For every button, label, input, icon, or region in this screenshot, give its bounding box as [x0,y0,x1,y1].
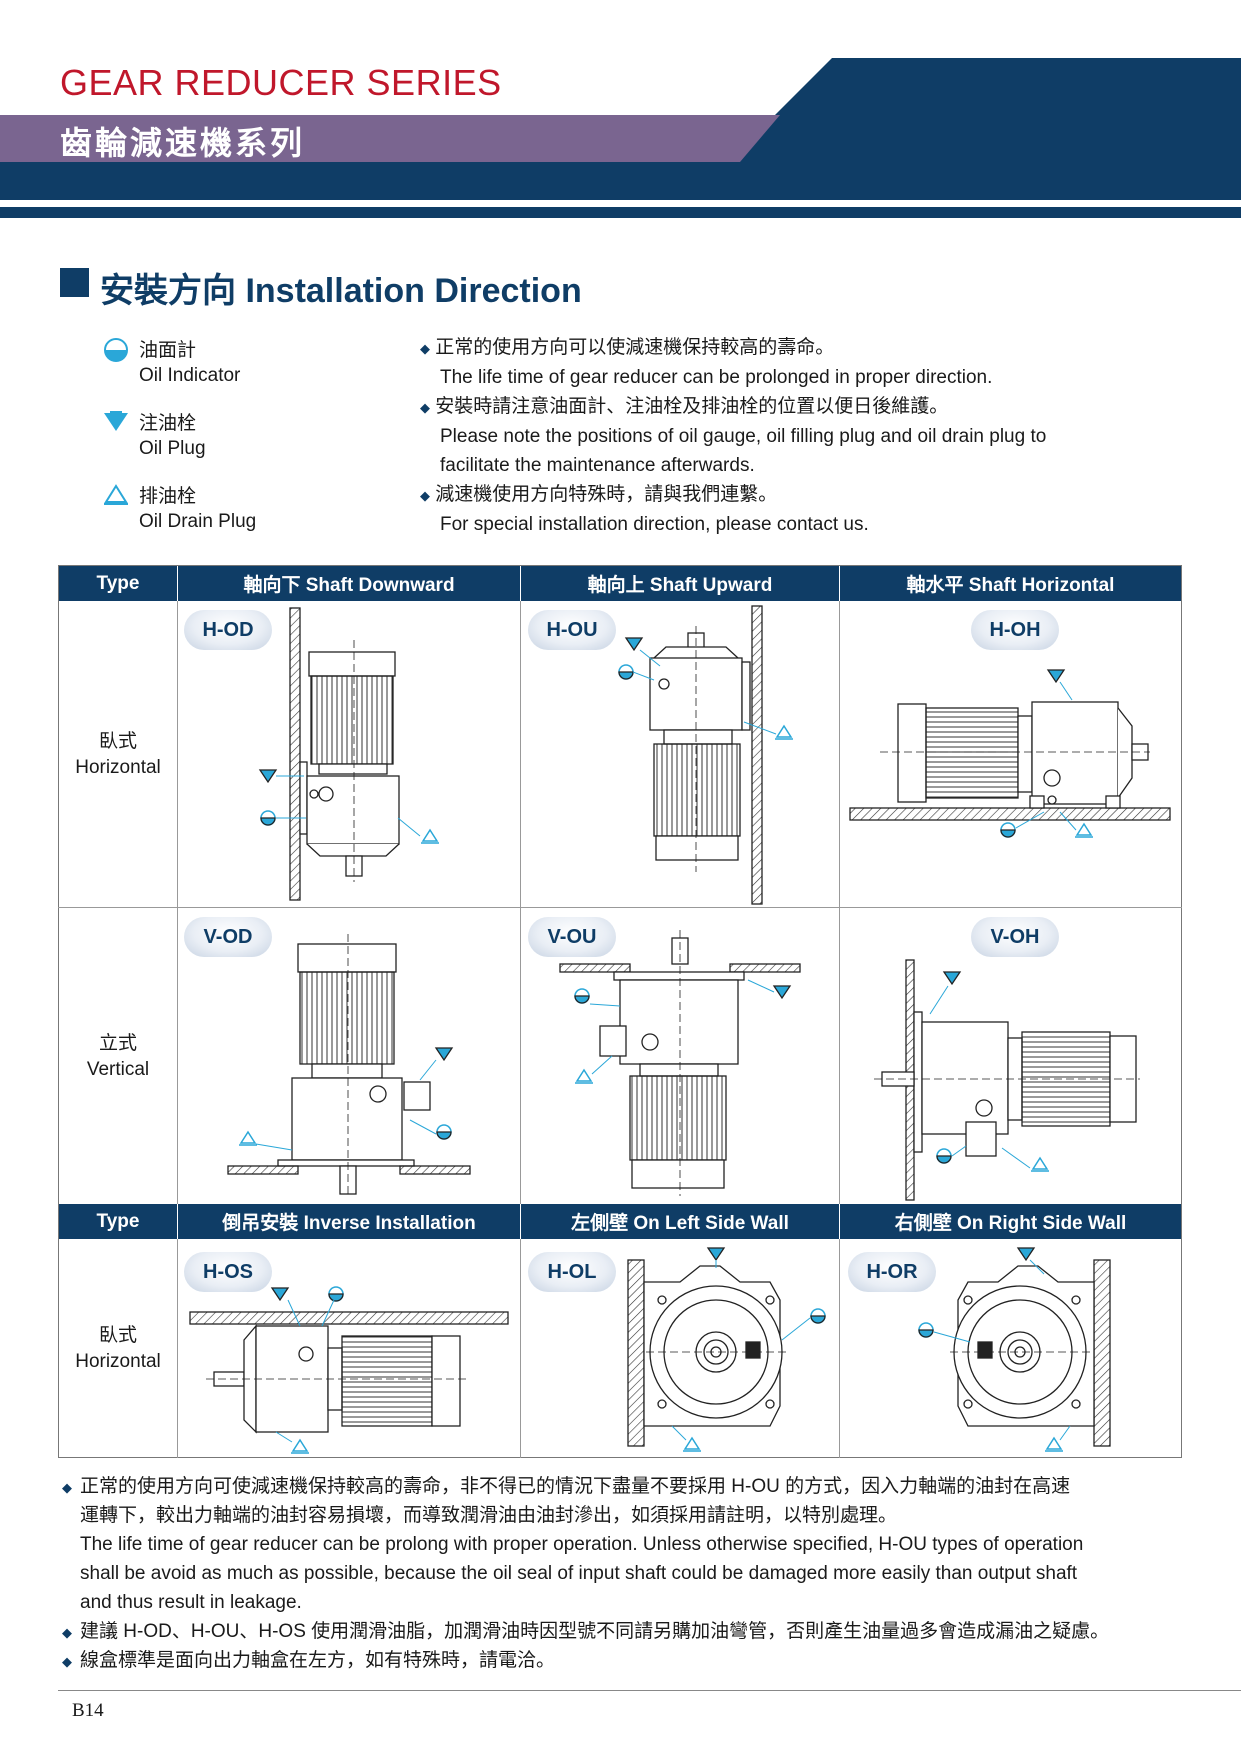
diamond-bullet-icon: ◆ [62,1480,72,1495]
table-header-right-wall: 右側壁 On Right Side Wall [840,1204,1181,1239]
footer-notes: ◆ 正常的使用方向可使減速機保持較高的壽命，非不得已的情況下盡量不要採用 H-O… [62,1472,1182,1675]
note-item: ◆ 正常的使用方向可以使減速機保持較高的壽命。 [420,337,835,358]
page-number: B14 [72,1700,104,1721]
v-od-drawing [227,934,471,1198]
footer-note: ◆ 建議 H-OD、H-OU、H-OS 使用潤滑油脂，加潤滑油時因型號不同請另購… [62,1617,1182,1646]
table-header-shaft-downward: 軸向下 Shaft Downward [178,566,520,601]
note-text: The life time of gear reducer can be pro… [440,367,993,388]
badge-v-oh: V-OH [971,917,1059,957]
grid-divider [177,601,178,1204]
oil-drain-plug-icon [104,484,128,505]
note-text: facilitate the maintenance afterwards. [440,455,755,476]
table-header-left-wall: 左側壁 On Left Side Wall [521,1204,839,1239]
note-item: ◆ 安裝時請注意油面計、注油栓及排油栓的位置以便日後維護。 [420,396,949,417]
grid-divider [839,601,840,1204]
note-text: For special installation direction, plea… [440,514,869,535]
grid-divider [177,1239,178,1458]
table-header-shaft-horizontal: 軸水平 Shaft Horizontal [840,566,1181,601]
grid-divider [520,601,521,1204]
badge-h-oh: H-OH [971,610,1059,650]
badge-h-ol: H-OL [528,1252,616,1292]
badge-h-ou: H-OU [528,610,616,650]
h-ol-drawing [627,1247,826,1452]
oil-plug-icon [104,411,128,431]
grid-divider [58,907,1182,908]
legend-oil-plug-en: Oil Plug [139,438,206,459]
grid-divider [520,1239,521,1458]
grid-divider [839,1239,840,1458]
legend-oil-indicator-zh: 油面計 [139,339,197,361]
installation-table [58,565,1182,1458]
diamond-bullet-icon: ◆ [62,1654,72,1669]
legend-oil-drain-plug-en: Oil Drain Plug [139,511,257,532]
footer-note: ◆ 正常的使用方向可使減速機保持較高的壽命，非不得已的情況下盡量不要採用 H-O… [62,1472,1182,1617]
diamond-bullet-icon: ◆ [420,488,430,503]
footer-note: ◆ 線盒標準是面向出力軸盒在左方，如有特殊時，請電洽。 [62,1646,1182,1675]
header-subtitle: 齒輪減速機系列 [60,124,306,162]
table-header-inverse: 倒吊安裝 Inverse Installation [178,1204,520,1239]
note-item: ◆ 減速機使用方向特殊時，請與我們連繫。 [420,484,778,505]
note-list: ◆ 正常的使用方向可以使減速機保持較高的壽命。 The life time of… [420,333,1200,539]
legend-oil-plug-zh: 注油栓 [139,412,197,434]
diamond-bullet-icon: ◆ [420,341,430,356]
diamond-bullet-icon: ◆ [420,400,430,415]
oil-indicator-icon [104,338,128,362]
table-header-type-2: Type [59,1204,177,1239]
v-oh-drawing [874,959,1140,1201]
badge-h-od: H-OD [184,610,272,650]
header-banner [0,58,1241,218]
section-marker [60,268,89,297]
h-os-drawing [189,1286,509,1454]
badge-v-ou: V-OU [528,917,616,957]
badge-h-os: H-OS [184,1252,272,1292]
note-text: Please note the positions of oil gauge, … [440,426,1047,447]
diamond-bullet-icon: ◆ [62,1625,72,1640]
legend-oil-indicator-en: Oil Indicator [139,365,241,386]
header-title: GEAR REDUCER SERIES [60,62,502,103]
h-od-drawing [259,607,440,901]
h-or-drawing [918,1247,1111,1452]
badge-h-or: H-OR [848,1252,936,1292]
table-header-type: Type [59,566,177,601]
h-ou-drawing [618,605,794,905]
v-ou-drawing [559,930,801,1196]
legend-oil-drain-plug-zh: 排油栓 [139,485,197,507]
table-header-shaft-upward: 軸向上 Shaft Upward [521,566,839,601]
footer-rule [58,1690,1241,1691]
h-oh-drawing [849,669,1171,838]
section-title: 安裝方向 Installation Direction [100,272,582,310]
badge-v-od: V-OD [184,917,272,957]
